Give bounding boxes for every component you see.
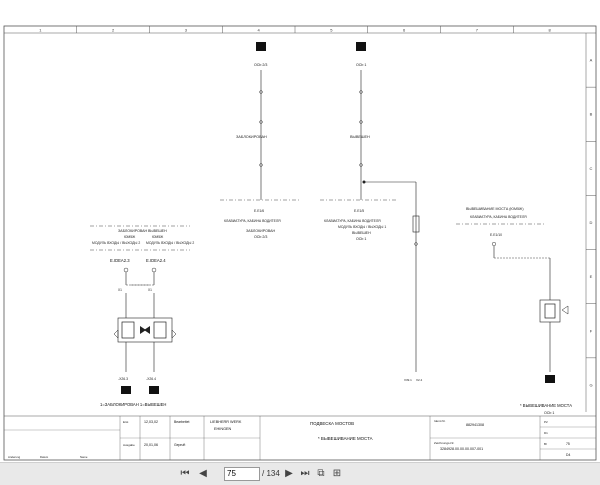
conn-a: -X26.3 (118, 377, 128, 381)
column-label: 1 (39, 28, 42, 33)
far-right-part: E.E1/10 (490, 233, 502, 237)
far-right-valve-icon (544, 303, 556, 319)
number-label: Ident-Nr. (434, 419, 446, 423)
next-page-icon[interactable]: ▶ (285, 468, 293, 479)
first-page-icon[interactable]: ⏮ (180, 468, 190, 479)
page-total: / 134 (262, 469, 280, 478)
footer-date: Datum (40, 455, 49, 459)
row-label: B (590, 112, 593, 117)
module-b: МОДУЛЬ ВХОДЫ / ВЫХОДЫ 2 (146, 241, 194, 245)
center-part: E.E1/6 (254, 209, 264, 213)
right-foot-a: X39.1 (404, 378, 412, 382)
module-a: МОДУЛЬ ВХОДЫ / ВЫХОДЫ 2 (92, 241, 140, 245)
fit-page-icon[interactable]: ⊞ (332, 468, 342, 479)
row-label: A (590, 58, 593, 63)
center-status-2: ЗАБЛОКИРОВАН (246, 229, 276, 233)
right-connector-icon (356, 42, 366, 51)
wire-b: X1 (148, 288, 152, 292)
pdf-toolbar: ⏮ ◀ / 134 ▶ ⏭ ⧉ ⊞ (0, 462, 600, 485)
conn-b: -X26.4 (146, 377, 156, 381)
number: 882941308 (466, 423, 484, 427)
right-status: ВЫВЕШЕН (350, 135, 370, 139)
footer-name: Name (80, 455, 88, 459)
resistor-icon (412, 215, 420, 233)
right-col-3: D4 (566, 453, 570, 457)
company: LIEBHERR WERK (210, 420, 242, 424)
far-right-keyboard: КЛАВИАТУРА, КАБИНА ВОДИТЕЛЯ (470, 215, 527, 219)
row-label: E (590, 274, 593, 279)
drawing-subtitle: * ВЫВЕШИВАНИЕ МОСТА (318, 436, 373, 441)
right-section: OCb 1 ВЫВЕШЕН E.E1/5 КЛАВИАТУРА, КАБИНА … (320, 42, 423, 382)
right-col-0: P2 (544, 420, 548, 424)
connector-a-icon (121, 386, 131, 394)
status-label: 1=ЗАБЛОКИРОВАН 1=ВЫВЕШЕН (100, 402, 166, 407)
copy-page-icon[interactable]: ⧉ (317, 468, 325, 479)
port-a: E.IDEA2.3 (110, 258, 130, 263)
page-number-input[interactable] (224, 467, 260, 481)
right-status-2: ВЫВЕШЕН (352, 231, 371, 235)
column-label: 6 (403, 28, 406, 33)
column-label: 4 (258, 28, 261, 33)
prev-page-icon[interactable]: ◀ (199, 468, 207, 479)
left-section: ЗАБЛОКИРОВАН ВЫВЕШЕН ЮМ5Ж ЮМ5Ж МОДУЛЬ ВХ… (90, 225, 194, 407)
right-foot-b: X2.4 (416, 378, 423, 382)
row2-date: 20,01,06 (144, 443, 158, 447)
last-page-icon[interactable]: ⏭ (300, 468, 310, 479)
city: EHINGEN (214, 427, 232, 431)
tag-d: ЮМ5Ж (152, 235, 164, 239)
row1-name: Bearbeitet (174, 420, 190, 424)
drawing-title: ПОДВЕСКА МОСТОВ (310, 421, 354, 426)
row-label: D (590, 220, 593, 225)
connector-b-icon (149, 386, 159, 394)
center-section: OCb 2/3 ЗАБЛОКИРОВАН E.E1/6 КЛАВИАТУРА, … (220, 42, 300, 239)
row-label: G (589, 382, 592, 387)
column-label: 5 (330, 28, 333, 33)
right-col-1: D1 (544, 431, 548, 435)
footer-change: Anderung (8, 455, 21, 459)
wire-a: X1 (118, 288, 122, 292)
center-status: ЗАБЛОКИРОВАН (236, 135, 267, 139)
row-label: C (590, 166, 593, 171)
tag-b: ВЫВЕШЕН (148, 229, 167, 233)
row2-label: Ausgabe (123, 443, 135, 447)
row2-name: Gepruft (174, 443, 185, 447)
right-part: E.E1/5 (354, 209, 364, 213)
right-id-top: OCb 1 (356, 63, 366, 67)
column-label: 7 (476, 28, 479, 33)
far-right-bottom-title: * ВЫВЕШИВАНИЕ МОСТА (520, 403, 572, 408)
column-label: 8 (549, 28, 552, 33)
center-id-bottom: OCb 2/3 (254, 235, 267, 239)
center-keyboard: КЛАВИАТУРА, КАБИНА ВОДИТЕЛЯ (224, 219, 281, 223)
far-right-connector-icon (545, 375, 555, 383)
right-module: МОДУЛЬ ВХОДЫ / ВЫХОДЫ 1 (338, 225, 386, 229)
schematic-sheet: 1 2 3 4 5 6 7 8 A B C D E F G ЗАБЛОКИРОВАН ВЫВЕШЕН ЮМ… (3, 25, 597, 461)
sheet-number: 75 (566, 442, 570, 446)
valve-assembly (113, 317, 177, 343)
far-right-title: ВЫВЕШИВАНИЕ МОСТА (ЮМ5Ж) (466, 207, 524, 211)
center-connector-icon (256, 42, 266, 51)
far-right-bottom-id: OCb 1 (544, 411, 554, 415)
row-ruler: A B C D E F G (585, 33, 596, 412)
tag-c: ЮМ5Ж (124, 235, 136, 239)
title-block: Erst 12,03,02 Bearbeitet Ausgabe 20,01,0… (4, 415, 596, 460)
doc-label: Zeichnungs-Nr. (434, 441, 455, 445)
column-ruler: 1 2 3 4 5 6 7 8 (4, 26, 596, 34)
center-id-top: OCb 2/3 (254, 63, 267, 67)
column-label: 2 (112, 28, 115, 33)
far-right-section: ВЫВЕШИВАНИЕ МОСТА (ЮМ5Ж) КЛАВИАТУРА, КАБ… (456, 207, 572, 415)
sheet-border (3, 25, 597, 461)
right-keyboard: КЛАВИАТУРА, КАБИНА ВОДИТЕЛЯ (324, 219, 381, 223)
sheet-label: Bl (544, 442, 547, 446)
row1-label: Erst (123, 420, 129, 424)
tag-a: ЗАБЛОКИРОВАН (118, 229, 148, 233)
port-b: E.IDEA2.4 (146, 258, 166, 263)
right-id-bottom: OCb 1 (356, 237, 366, 241)
column-label: 3 (185, 28, 188, 33)
row-label: F (590, 328, 593, 333)
row1-date: 12,03,02 (144, 420, 158, 424)
doc-number: 3284928.00.00.00.007-001 (440, 447, 483, 451)
